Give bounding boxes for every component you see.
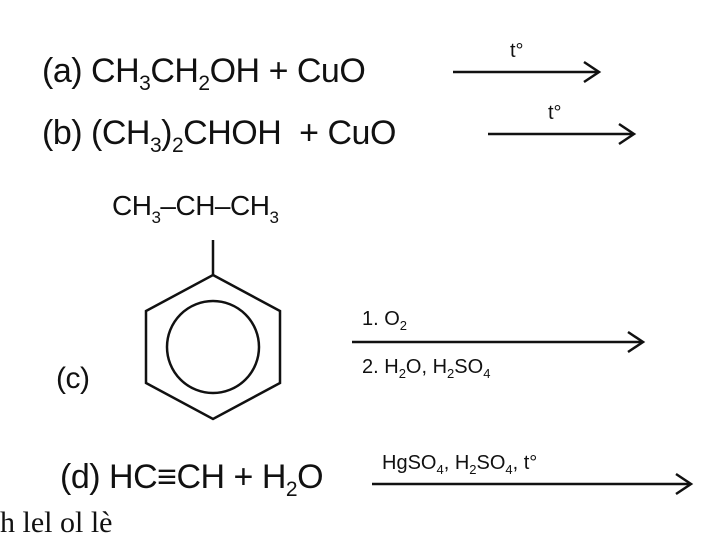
- arrow-d: [372, 472, 694, 496]
- condition-a: t°: [510, 40, 524, 62]
- reaction-d: (d) HC≡CH + H2O: [60, 458, 324, 501]
- plus-sign: +: [299, 114, 319, 152]
- reactant-water: H2O: [261, 458, 324, 501]
- condition-c-step2: 2. H2O, H2SO4: [362, 356, 491, 381]
- label-b: (b): [42, 114, 83, 152]
- reaction-b: (b) (CH3)2CHOH + CuO: [42, 114, 396, 157]
- reactant-cuo: CuO: [296, 52, 366, 90]
- condition-d: HgSO4, H2SO4, t°: [382, 452, 538, 477]
- plus-sign: +: [268, 52, 289, 90]
- reaction-a: (a) CH3CH2OH + CuO: [42, 52, 366, 95]
- reactant-isopropanol: (CH3)2CHOH: [91, 114, 282, 157]
- label-a: (a): [42, 52, 83, 90]
- label-d: (d): [60, 458, 101, 496]
- cumene-substituent: CH3–CH–CH3: [112, 190, 279, 227]
- condition-b: t°: [548, 102, 562, 124]
- arrow-c: [352, 330, 646, 354]
- cutoff-text: h lel ol lè: [0, 506, 113, 539]
- condition-c-step1: 1. O2: [362, 308, 408, 333]
- reactant-acetylene: HC≡CH: [109, 458, 225, 496]
- reactant-cuo: CuO: [327, 114, 396, 152]
- plus-sign: +: [233, 458, 254, 496]
- reaction-drawing: [144, 60, 694, 496]
- reactant-ethanol: CH3CH2OH: [91, 52, 260, 95]
- arrow-b: [488, 122, 637, 146]
- arrow-a: [453, 60, 602, 84]
- label-c: (c): [56, 362, 90, 395]
- benzene-ring: [144, 240, 282, 421]
